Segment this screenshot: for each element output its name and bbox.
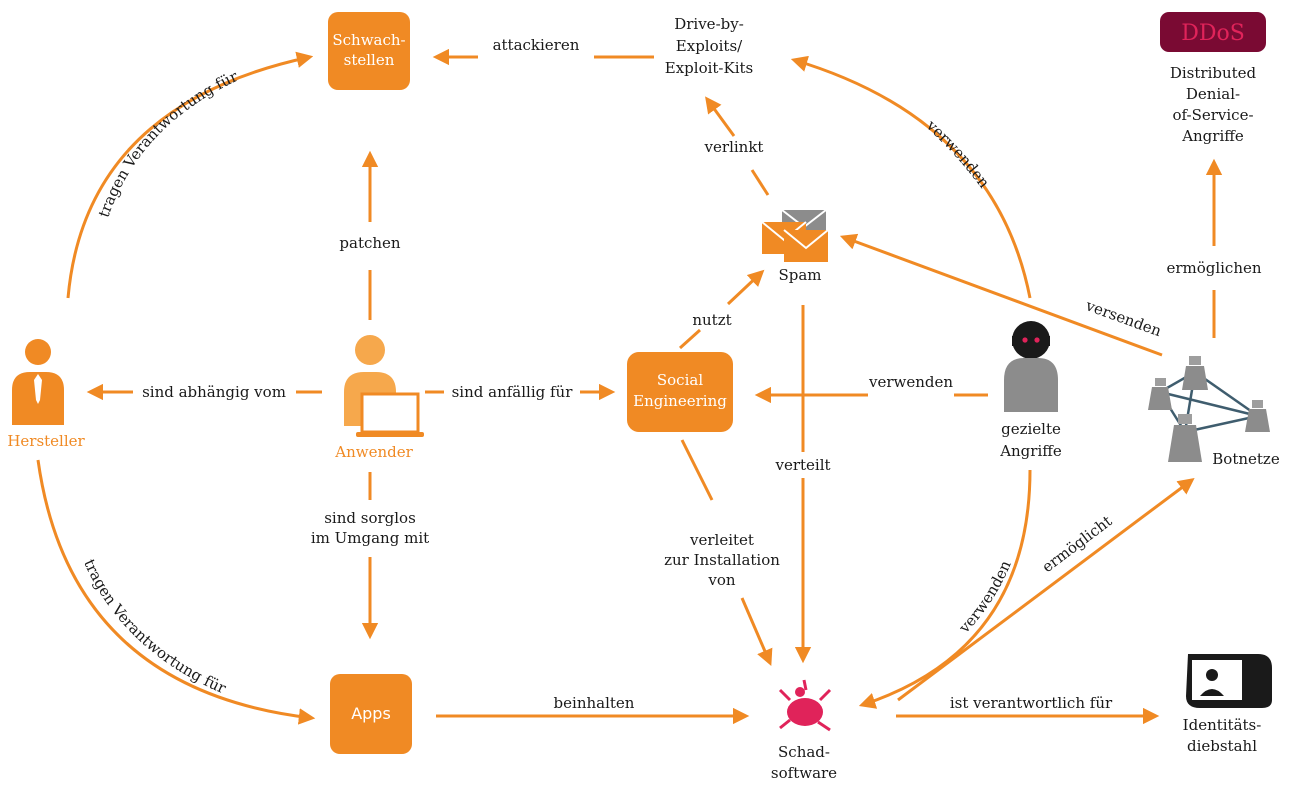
schadsoftware-line2: software: [771, 764, 837, 782]
label-sind-anfaellig: sind anfällig für: [452, 383, 574, 401]
label-tragen-top: tragen Verantwortung für: [95, 67, 242, 220]
label-verwenden-top: verwenden: [922, 116, 993, 192]
spam-label: Spam: [778, 266, 821, 284]
label-sind-sorglos-1: sind sorglos: [324, 509, 416, 527]
node-anwender: Anwender: [334, 335, 424, 461]
schwachstellen-line2: stellen: [344, 51, 395, 69]
ddos-caption-2: Denial-: [1186, 85, 1240, 103]
business-person-icon: [12, 339, 64, 425]
botnetze-label: Botnetze: [1212, 450, 1280, 468]
apps-label: Apps: [351, 704, 391, 723]
label-sind-abhaengig: sind abhängig vom: [142, 383, 286, 401]
bot-computers: [1148, 356, 1270, 462]
label-verleitet-2: zur Installation: [664, 551, 780, 569]
label-beinhalten: beinhalten: [554, 694, 635, 712]
node-hersteller: Hersteller: [7, 339, 86, 450]
label-sind-sorglos-2: im Umgang mit: [311, 529, 429, 547]
edge-versenden: [839, 233, 1163, 357]
node-social-engineering: Social Engineering: [627, 352, 733, 432]
identitaet-line1: Identitäts-: [1183, 716, 1262, 734]
ddos-caption-1: Distributed: [1170, 64, 1257, 82]
ddos-caption-3: of-Service-: [1172, 106, 1253, 124]
label-ist-verantwortlich: ist verantwortlich für: [950, 694, 1113, 712]
social-line2: Engineering: [633, 392, 727, 410]
label-verteilt: verteilt: [774, 456, 830, 474]
drive-by-line2: Exploits/: [676, 37, 743, 55]
drive-by-line1: Drive-by-: [674, 15, 744, 33]
hacker-icon: [1004, 321, 1058, 412]
node-schwachstellen: Schwach- stellen: [328, 12, 410, 90]
bug-icon: [778, 679, 832, 732]
schadsoftware-line1: Schad-: [778, 743, 830, 761]
node-botnetze: Botnetze: [1148, 356, 1280, 468]
edge-lines: [36, 48, 1223, 725]
label-verwenden-mid: verwenden: [868, 373, 953, 391]
node-ddos: DDoS Distributed Denial- of-Service- Ang…: [1160, 12, 1266, 145]
label-nutzt: nutzt: [692, 311, 731, 329]
ddos-caption-4: Angriffe: [1181, 127, 1244, 145]
schwachstellen-line1: Schwach-: [332, 31, 405, 49]
gezielte-line2: Angriffe: [999, 442, 1062, 460]
gezielte-line1: gezielte: [1001, 420, 1061, 438]
label-verlinkt: verlinkt: [704, 138, 764, 156]
hersteller-label: Hersteller: [7, 432, 85, 450]
label-verleitet-3: von: [707, 571, 736, 589]
edge-nutzt: [726, 269, 765, 306]
social-line1: Social: [657, 371, 703, 389]
identitaet-line2: diebstahl: [1187, 737, 1257, 755]
label-ermoeglichen: ermöglichen: [1166, 259, 1261, 277]
label-attackieren: attackieren: [493, 36, 580, 54]
ddos-badge-text: DDoS: [1181, 21, 1245, 46]
edge-ermoeglicht: [897, 478, 1195, 702]
ddos-badge: [1160, 12, 1266, 52]
envelope-icon: [761, 209, 829, 262]
edge-tragen-top: [66, 51, 314, 299]
node-schadsoftware: Schad- software: [771, 679, 837, 782]
edge-verlinkt: [705, 96, 736, 137]
node-drive-by-exploits: Drive-by- Exploits/ Exploit-Kits: [665, 15, 753, 77]
id-card-icon: [1186, 654, 1272, 708]
label-tragen-bottom: tragen Verantwortung für: [80, 556, 229, 697]
label-versenden: versenden: [1083, 296, 1165, 340]
edge-tragen-bottom: [36, 459, 316, 725]
node-identitaetsdiebstahl: Identitäts- diebstahl: [1183, 654, 1272, 755]
anwender-label: Anwender: [334, 443, 413, 461]
node-gezielte-angriffe: gezielte Angriffe: [999, 321, 1062, 460]
label-patchen: patchen: [339, 234, 401, 252]
node-spam: Spam: [761, 209, 829, 284]
edge-verleitet: [680, 439, 714, 501]
network-icon: [1158, 370, 1259, 434]
label-verleitet-1: verleitet: [689, 531, 754, 549]
edge-verwenden-top: [790, 55, 1032, 299]
node-apps: Apps: [330, 674, 412, 754]
drive-by-line3: Exploit-Kits: [665, 59, 753, 77]
edge-verwenden-bottom: [858, 469, 1032, 709]
user-laptop-icon: [344, 335, 424, 437]
